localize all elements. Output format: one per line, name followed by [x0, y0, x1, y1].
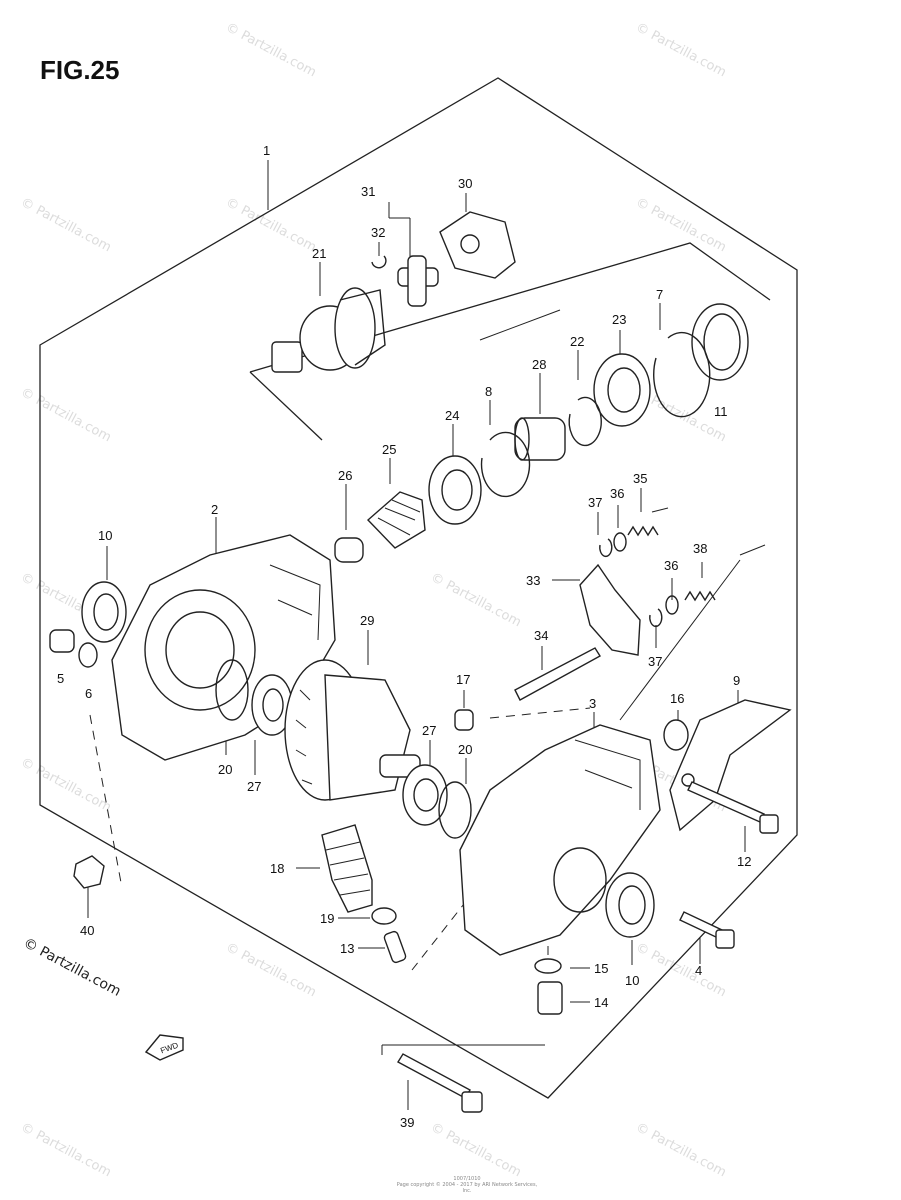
callout-27b: 27 [422, 723, 436, 738]
callout-27a: 27 [247, 779, 261, 794]
assembly-frame [39, 77, 798, 1099]
shim-20-left [215, 659, 249, 721]
bushing-17 [454, 709, 474, 731]
differential-case-3 [459, 724, 661, 956]
callout-11: 11 [714, 404, 728, 419]
callout-9: 9 [733, 673, 740, 688]
callout-15: 15 [594, 961, 608, 976]
washer-15 [534, 958, 562, 974]
shift-shaft-34 [514, 647, 601, 701]
callout-10b: 10 [625, 973, 639, 988]
callout-21: 21 [312, 246, 326, 261]
callout-33: 33 [526, 573, 540, 588]
bearing-27-left [251, 674, 293, 736]
callout-31: 31 [361, 184, 375, 199]
footer-copyright: Page copyright © 2004 - 2017 by ARI Netw… [396, 1182, 538, 1194]
callout-34: 34 [534, 628, 548, 643]
clip-37-lower [649, 608, 663, 628]
spring-38 [684, 590, 716, 602]
oil-seal-10-right [605, 872, 655, 938]
callout-4: 4 [695, 963, 702, 978]
yoke-30 [439, 211, 516, 279]
pin-13 [383, 930, 407, 964]
needle-bearing-28 [514, 417, 566, 461]
callout-8: 8 [485, 384, 492, 399]
clamp-19 [371, 907, 397, 925]
callout-7: 7 [656, 287, 663, 302]
callout-16: 16 [670, 691, 684, 706]
callout-37b: 37 [648, 654, 662, 669]
callout-38: 38 [693, 541, 707, 556]
callout-12: 12 [737, 854, 751, 869]
callout-20a: 20 [218, 762, 232, 777]
shift-fork-33 [579, 563, 641, 656]
bearing-27-right [402, 764, 448, 826]
callout-39: 39 [400, 1115, 414, 1130]
callout-19: 19 [320, 911, 334, 926]
washer-36-lower [665, 595, 679, 615]
fwd-arrow: FWD [144, 1034, 184, 1061]
callout-35: 35 [633, 471, 647, 486]
lever-bracket-9 [669, 699, 792, 832]
shim-20-right [438, 781, 472, 839]
callout-40: 40 [80, 923, 94, 938]
callout-37a: 37 [588, 495, 602, 510]
callout-labels: 1 2 3 4 5 6 7 8 9 10 10 11 12 13 14 15 1… [57, 143, 751, 1130]
callout-36a: 36 [610, 486, 624, 501]
ring-gear-29 [284, 659, 421, 801]
boot-18 [321, 824, 373, 913]
footer: 1007/1010 Page copyright © 2004 - 2017 b… [392, 1176, 542, 1194]
callout-5: 5 [57, 671, 64, 686]
callout-24: 24 [445, 408, 459, 423]
circlip-7 [653, 331, 711, 418]
callout-32: 32 [371, 225, 385, 240]
callout-18: 18 [270, 861, 284, 876]
callout-3: 3 [589, 696, 596, 711]
callout-20b: 20 [458, 742, 472, 757]
input-shaft-21 [271, 287, 386, 373]
input-group-frame [249, 242, 771, 373]
callout-14: 14 [594, 995, 608, 1010]
callout-36b: 36 [664, 558, 678, 573]
drain-plug-14 [537, 981, 563, 1015]
callout-26: 26 [338, 468, 352, 483]
figure-title: FIG.25 [40, 55, 120, 85]
callout-10a: 10 [98, 528, 112, 543]
bolt-4 [679, 911, 735, 949]
bearing-26 [334, 537, 364, 563]
clip-37-upper [599, 538, 613, 558]
footer-code: 1007/1010 [453, 1176, 481, 1182]
washer-6 [78, 642, 98, 668]
callout-29: 29 [360, 613, 374, 628]
callout-13: 13 [340, 941, 354, 956]
callout-25: 25 [382, 442, 396, 457]
washer-36-upper [613, 532, 627, 552]
leader-lines [87, 160, 766, 1110]
bolt-39 [397, 1053, 483, 1113]
bearing-23 [593, 353, 651, 427]
oil-seal-10-left [81, 581, 127, 643]
circlip-8 [480, 431, 531, 498]
plug-5 [49, 629, 75, 653]
callout-17: 17 [456, 672, 470, 687]
callout-30: 30 [458, 176, 472, 191]
snap-ring-22 [568, 396, 602, 447]
bearing-24 [428, 455, 482, 525]
callout-22: 22 [570, 334, 584, 349]
oil-seal-11 [691, 303, 749, 381]
callout-2: 2 [211, 502, 218, 517]
universal-joint-31 [371, 255, 439, 307]
callout-6: 6 [85, 686, 92, 701]
spring-35 [627, 525, 659, 537]
callout-28: 28 [532, 357, 546, 372]
callout-23: 23 [612, 312, 626, 327]
callout-1: 1 [263, 143, 270, 158]
bolt-12 [687, 781, 779, 834]
bushing-16 [663, 719, 689, 751]
pinion-gear-25 [366, 491, 426, 549]
nut-40 [73, 855, 105, 889]
